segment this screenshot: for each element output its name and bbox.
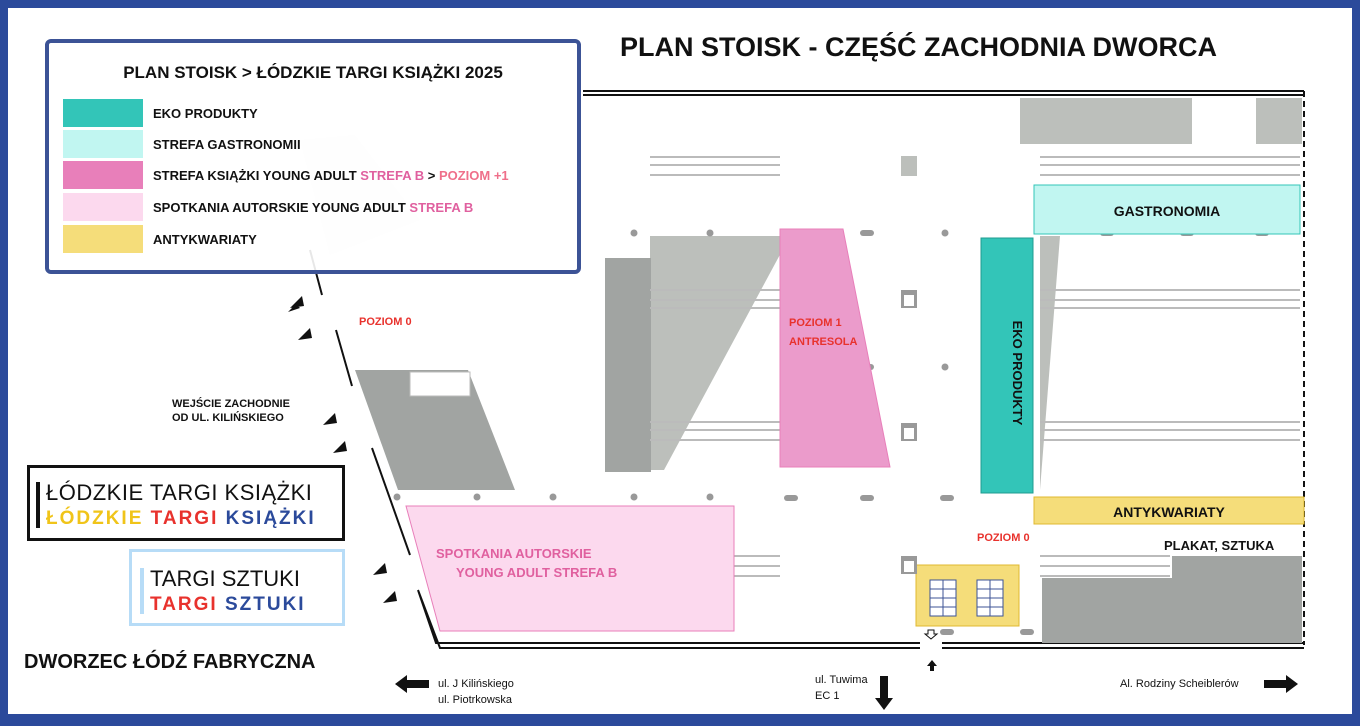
legend-swatch-young-adult xyxy=(63,161,143,189)
street-label: ul. Tuwima xyxy=(815,674,868,686)
stairs xyxy=(409,371,471,397)
zone-label-gastronomia: GASTRONOMIA xyxy=(1113,203,1221,219)
legend-label: STREFA KSIĄŻKI YOUNG ADULT STREFA B > PO… xyxy=(153,168,509,183)
grey-block xyxy=(605,258,651,472)
legend-label: STREFA GASTRONOMII xyxy=(153,137,301,152)
legend-swatch-spotkania xyxy=(63,193,143,221)
street-label: ul. J Kilińskiego xyxy=(438,678,514,690)
zone-label-spotkania: YOUNG ADULT STREFA B xyxy=(456,565,618,580)
elevator-icon xyxy=(901,556,917,574)
street-label: Al. Rodziny Scheiblerów xyxy=(1120,678,1239,690)
entrance-arrows xyxy=(288,296,397,603)
legend-swatch-antykwariaty xyxy=(63,225,143,253)
zone-spotkania xyxy=(405,505,735,632)
entrance-label: OD UL. KILIŃSKIEGO xyxy=(172,412,284,424)
floor-plan: PLAN STOISK - CZĘŚĆ ZACHODNIA DWORCA PLA… xyxy=(8,8,1352,714)
station-name: DWORZEC ŁÓDŹ FABRYCZNA xyxy=(24,651,316,673)
elevator-icon xyxy=(901,423,917,441)
zone-label-eko: EKO PRODUKTY xyxy=(1010,320,1025,426)
zone-eko xyxy=(980,237,1034,494)
grey-block xyxy=(355,370,515,490)
level-label: POZIOM 0 xyxy=(359,316,412,328)
zone-label-antresola: ANTRESOLA xyxy=(789,336,858,348)
street-arrows xyxy=(395,629,1298,710)
street-label: ul. Piotrkowska xyxy=(438,694,512,706)
plakat-area xyxy=(1042,556,1302,643)
level-label: POZIOM 0 xyxy=(977,532,1030,544)
grey-blocks xyxy=(650,98,1302,490)
legend-label: SPOTKANIA AUTORSKIE YOUNG ADULT STREFA B xyxy=(153,200,474,215)
legend-title: PLAN STOISK > ŁÓDZKIE TARGI KSIĄŻKI 2025 xyxy=(123,63,503,82)
zone-antykwariaty xyxy=(1033,496,1305,525)
zone-label-spotkania: SPOTKANIA AUTORSKIE xyxy=(436,546,592,561)
legend-label: ANTYKWARIATY xyxy=(153,232,257,247)
street-label: EC 1 xyxy=(815,690,840,702)
logo-targi-sztuki: TARGI SZTUKI TARGI SZTUKI xyxy=(129,549,345,626)
legend-swatch-eko xyxy=(63,99,143,127)
legend: PLAN STOISK > ŁÓDZKIE TARGI KSIĄŻKI 2025… xyxy=(45,39,581,274)
zone-gastronomia xyxy=(1033,184,1301,235)
entrance-label: WEJŚCIE ZACHODNIE xyxy=(172,398,290,410)
zone-label-plakat: PLAKAT, SZTUKA xyxy=(1164,538,1275,553)
zone-label-antykwariaty: ANTYKWARIATY xyxy=(1113,504,1225,520)
elevator-icon xyxy=(901,290,917,308)
zone-label-poziom1: POZIOM 1 xyxy=(789,317,842,329)
building-wall xyxy=(309,90,1305,649)
tracks xyxy=(650,156,1300,577)
logo-targi-ksiazki: ŁÓDZKIE TARGI KSIĄŻKI ŁÓDZKIE TARGI KSIĄ… xyxy=(27,465,345,541)
legend-swatch-gastro xyxy=(63,130,143,158)
escalator-icons xyxy=(929,579,1004,617)
legend-label: EKO PRODUKTY xyxy=(153,106,258,121)
page-title: PLAN STOISK - CZĘŚĆ ZACHODNIA DWORCA xyxy=(620,32,1217,62)
zone-young-adult xyxy=(779,228,891,468)
